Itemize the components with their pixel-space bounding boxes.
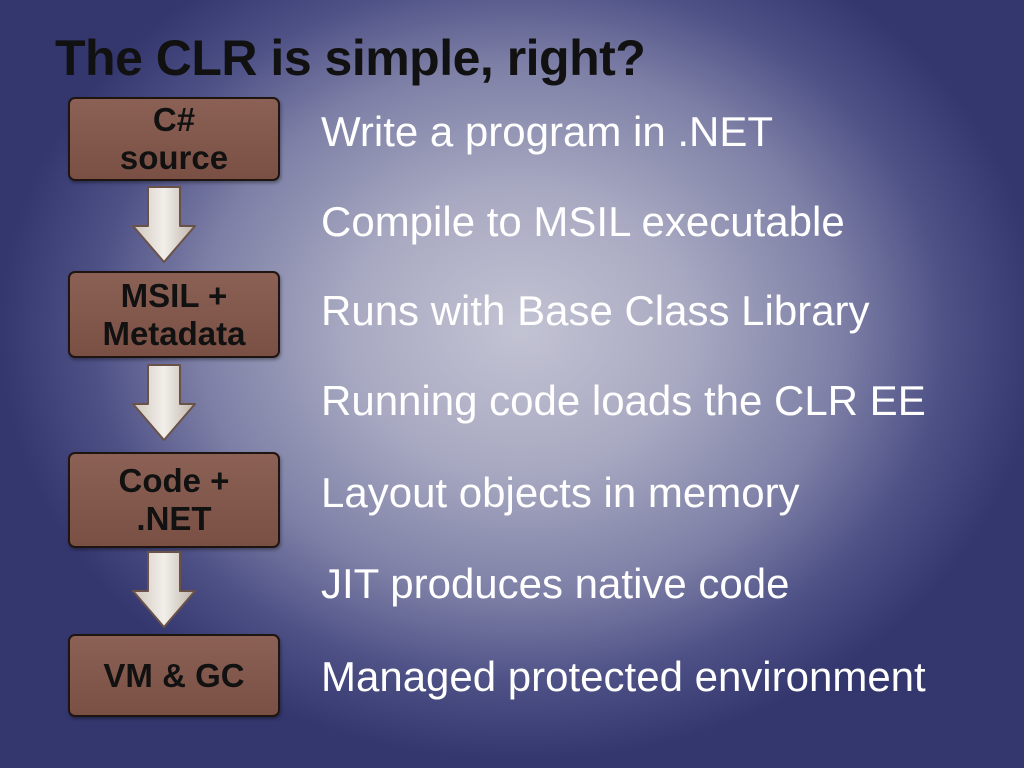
flow-box-msil-metadata: MSIL + Metadata bbox=[68, 271, 280, 358]
step-text: Runs with Base Class Library bbox=[321, 287, 870, 334]
step-text: Write a program in .NET bbox=[321, 108, 774, 155]
down-arrow-icon bbox=[132, 186, 196, 263]
flow-box-code-dotnet: Code + .NET bbox=[68, 452, 280, 548]
flow-box-csharp-source: C# source bbox=[68, 97, 280, 181]
down-arrow-icon bbox=[132, 551, 196, 628]
step-text: Running code loads the CLR EE bbox=[321, 377, 926, 424]
step-text: JIT produces native code bbox=[321, 560, 790, 607]
step-text: Compile to MSIL executable bbox=[321, 198, 845, 245]
step-text: Layout objects in memory bbox=[321, 469, 800, 516]
step-text: Managed protected environment bbox=[321, 653, 926, 700]
flow-box-vm-gc: VM & GC bbox=[68, 634, 280, 717]
slide-title: The CLR is simple, right? bbox=[55, 30, 646, 86]
down-arrow-icon bbox=[132, 364, 196, 441]
